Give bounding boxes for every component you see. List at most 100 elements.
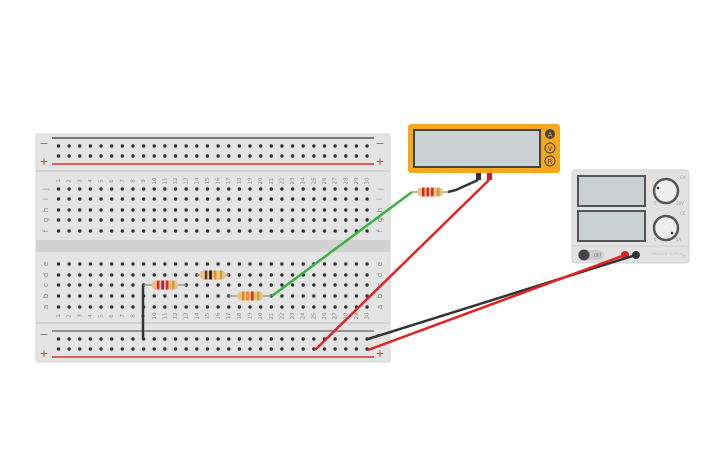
breadboard-hole[interactable]	[237, 144, 242, 148]
breadboard-hole[interactable]	[237, 283, 242, 287]
breadboard-hole[interactable]	[290, 187, 295, 191]
breadboard-hole[interactable]	[269, 187, 273, 191]
breadboard-hole[interactable]	[258, 347, 263, 351]
breadboard-hole[interactable]	[248, 154, 252, 158]
breadboard-hole[interactable]	[205, 283, 210, 287]
breadboard-hole[interactable]	[152, 218, 156, 222]
breadboard-hole[interactable]	[173, 208, 178, 212]
breadboard-hole[interactable]	[269, 262, 273, 266]
breadboard-hole[interactable]	[78, 337, 82, 341]
breadboard-hole[interactable]	[365, 197, 369, 201]
breadboard-hole[interactable]	[333, 273, 337, 277]
breadboard-hole[interactable]	[354, 208, 359, 212]
breadboard-hole[interactable]	[354, 283, 359, 287]
breadboard-hole[interactable]	[184, 208, 188, 212]
breadboard-hole[interactable]	[290, 337, 295, 341]
breadboard-hole[interactable]	[163, 218, 167, 222]
breadboard-hole[interactable]	[88, 229, 93, 233]
breadboard-hole[interactable]	[354, 273, 359, 277]
multimeter[interactable]: A V R	[408, 124, 560, 180]
breadboard-hole[interactable]	[99, 144, 103, 148]
breadboard-hole[interactable]	[205, 144, 210, 148]
breadboard-hole[interactable]	[205, 187, 210, 191]
breadboard-hole[interactable]	[56, 294, 61, 298]
breadboard-hole[interactable]	[110, 197, 114, 201]
breadboard-hole[interactable]	[173, 154, 178, 158]
breadboard-hole[interactable]	[301, 144, 305, 148]
resistor-2[interactable]	[196, 270, 229, 280]
breadboard-hole[interactable]	[173, 294, 178, 298]
breadboard-hole[interactable]	[173, 187, 178, 191]
breadboard-hole[interactable]	[131, 262, 135, 266]
breadboard-hole[interactable]	[280, 144, 284, 148]
breadboard-hole[interactable]	[131, 305, 135, 309]
breadboard-hole[interactable]	[301, 197, 305, 201]
breadboard-hole[interactable]	[120, 262, 125, 266]
breadboard-hole[interactable]	[163, 273, 167, 277]
breadboard-hole[interactable]	[67, 197, 71, 201]
breadboard-hole[interactable]	[67, 187, 71, 191]
breadboard-hole[interactable]	[78, 273, 82, 277]
breadboard-hole[interactable]	[354, 347, 359, 351]
breadboard-hole[interactable]	[205, 229, 210, 233]
breadboard-hole[interactable]	[269, 208, 273, 212]
breadboard-hole[interactable]	[290, 305, 295, 309]
breadboard-hole[interactable]	[344, 144, 348, 148]
breadboard-hole[interactable]	[205, 262, 210, 266]
breadboard-hole[interactable]	[163, 144, 167, 148]
breadboard-hole[interactable]	[78, 294, 82, 298]
breadboard-hole[interactable]	[258, 305, 263, 309]
breadboard-hole[interactable]	[248, 273, 252, 277]
breadboard-hole[interactable]	[88, 144, 93, 148]
breadboard-hole[interactable]	[301, 229, 305, 233]
breadboard-hole[interactable]	[110, 337, 114, 341]
breadboard-hole[interactable]	[280, 283, 284, 287]
breadboard-hole[interactable]	[248, 208, 252, 212]
breadboard-hole[interactable]	[237, 187, 242, 191]
breadboard-hole[interactable]	[131, 294, 135, 298]
breadboard-hole[interactable]	[237, 218, 242, 222]
breadboard-hole[interactable]	[99, 218, 103, 222]
current-knob[interactable]	[652, 214, 680, 242]
breadboard-hole[interactable]	[248, 197, 252, 201]
breadboard-hole[interactable]	[205, 197, 210, 201]
breadboard-hole[interactable]	[131, 347, 135, 351]
black-probe-wire[interactable]	[447, 178, 479, 194]
breadboard-hole[interactable]	[354, 187, 359, 191]
breadboard-hole[interactable]	[365, 208, 369, 212]
breadboard-hole[interactable]	[227, 187, 231, 191]
breadboard-hole[interactable]	[163, 294, 167, 298]
breadboard-hole[interactable]	[333, 187, 337, 191]
breadboard-hole[interactable]	[290, 283, 295, 287]
breadboard-hole[interactable]	[333, 294, 337, 298]
breadboard-hole[interactable]	[195, 283, 199, 287]
breadboard-hole[interactable]	[237, 262, 242, 266]
breadboard-hole[interactable]	[78, 229, 82, 233]
breadboard-hole[interactable]	[333, 347, 337, 351]
breadboard-hole[interactable]	[227, 229, 231, 233]
breadboard-hole[interactable]	[333, 262, 337, 266]
breadboard-hole[interactable]	[344, 283, 348, 287]
breadboard-hole[interactable]	[258, 337, 263, 341]
breadboard-hole[interactable]	[120, 305, 125, 309]
breadboard-hole[interactable]	[258, 187, 263, 191]
breadboard-hole[interactable]	[322, 229, 327, 233]
breadboard-hole[interactable]	[56, 144, 61, 148]
breadboard-hole[interactable]	[131, 337, 135, 341]
breadboard-hole[interactable]	[88, 208, 93, 212]
breadboard-hole[interactable]	[354, 144, 359, 148]
breadboard-hole[interactable]	[141, 197, 146, 201]
breadboard-hole[interactable]	[110, 208, 114, 212]
breadboard-hole[interactable]	[301, 262, 305, 266]
breadboard-hole[interactable]	[312, 283, 316, 287]
breadboard-hole[interactable]	[227, 283, 231, 287]
breadboard-hole[interactable]	[120, 154, 125, 158]
breadboard-hole[interactable]	[322, 273, 327, 277]
breadboard-hole[interactable]	[56, 154, 61, 158]
breadboard-hole[interactable]	[280, 305, 284, 309]
breadboard-hole[interactable]	[67, 229, 71, 233]
breadboard-hole[interactable]	[56, 283, 61, 287]
breadboard-hole[interactable]	[78, 347, 82, 351]
breadboard-hole[interactable]	[333, 229, 337, 233]
breadboard-hole[interactable]	[184, 218, 188, 222]
